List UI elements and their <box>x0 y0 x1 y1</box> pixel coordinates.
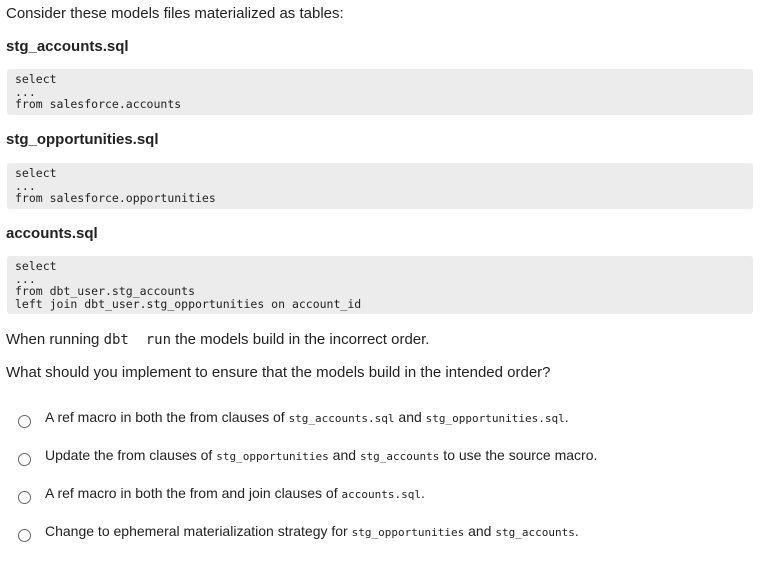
option-segment: stg_accounts <box>495 526 575 539</box>
file-heading: accounts.sql <box>6 225 98 242</box>
code-block: select ... from dbt_user.stg_accounts le… <box>7 256 753 314</box>
option-segment: . <box>420 485 425 501</box>
option-segment: and <box>328 447 360 463</box>
option-segment: A ref macro in both the from and join cl… <box>45 485 342 501</box>
option-segment: stg_accounts.sql <box>288 412 395 425</box>
option-segment: and <box>464 523 496 539</box>
option-label[interactable]: A ref macro in both the from and join cl… <box>45 485 425 501</box>
option-segment: stg_opportunities <box>216 450 329 463</box>
option-segment: and <box>394 409 426 425</box>
file-heading: stg_opportunities.sql <box>6 131 159 148</box>
option-radio[interactable] <box>18 529 31 542</box>
option-segment: stg_opportunities.sql <box>425 412 565 425</box>
intro-text: Consider these models files materialized… <box>6 5 344 22</box>
option-segment: . <box>564 409 569 425</box>
option-segment: stg_accounts <box>359 450 440 463</box>
statement-post: the models build in the incorrect order. <box>171 331 430 348</box>
code-block: select ... from salesforce.accounts <box>7 69 753 115</box>
option-segment: to use the source macro. <box>439 447 598 463</box>
file-heading: stg_accounts.sql <box>6 38 129 55</box>
option-label[interactable]: Update the from clauses of stg_opportuni… <box>45 447 597 463</box>
option-label[interactable]: Change to ephemeral materialization stra… <box>45 523 579 539</box>
option-segment: Change to ephemeral materialization stra… <box>45 523 352 539</box>
option-segment: Update the from clauses of <box>45 447 217 463</box>
option-segment: . <box>574 523 579 539</box>
option-radio[interactable] <box>18 491 31 504</box>
option-radio[interactable] <box>18 453 31 466</box>
statement-pre: When running <box>6 331 104 348</box>
option-segment: stg_opportunities <box>351 526 465 539</box>
code-block: select ... from salesforce.opportunities <box>7 163 753 209</box>
statement-code: dbt run <box>103 332 171 348</box>
option-label[interactable]: A ref macro in both the from clauses of … <box>45 409 569 425</box>
question-text: What should you implement to ensure that… <box>6 364 551 381</box>
statement-text: When running dbt run the models build in… <box>6 331 429 348</box>
option-segment: accounts.sql <box>341 488 421 501</box>
option-segment: A ref macro in both the from clauses of <box>45 409 289 425</box>
option-radio[interactable] <box>18 415 31 428</box>
